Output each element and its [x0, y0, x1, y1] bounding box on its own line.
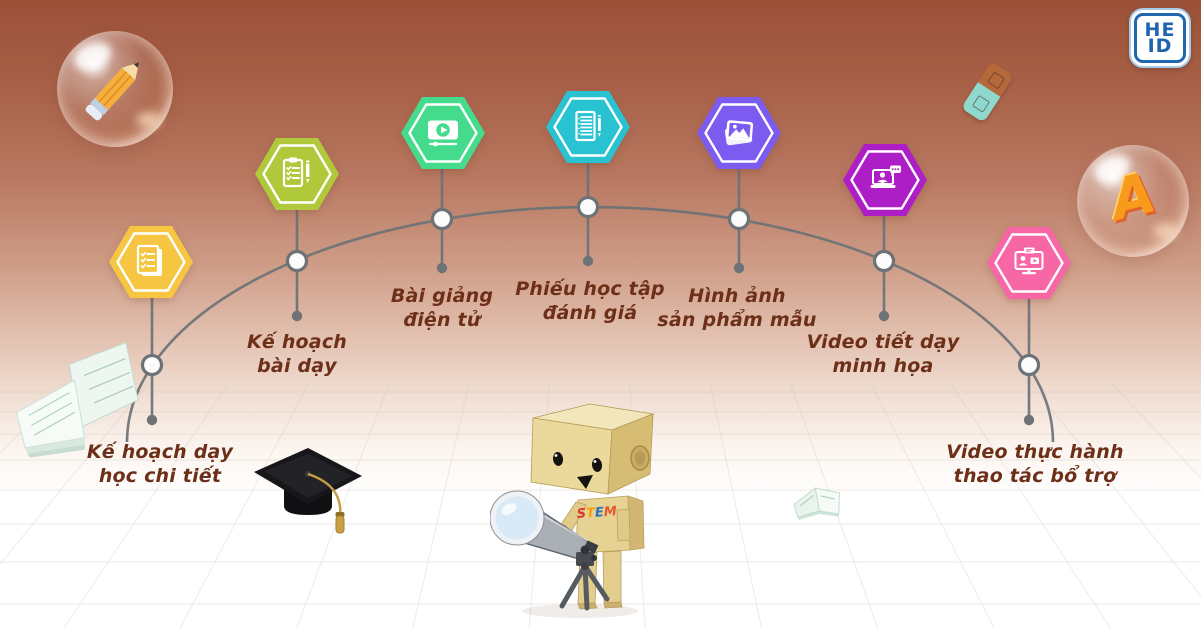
hexagon-lesson-plan: [253, 135, 341, 213]
hexagon-detailed-teaching-plan: [107, 223, 195, 301]
letter-a: A: [1104, 160, 1162, 234]
item-label-lesson-plan: Kế hoạch bài dạy: [247, 330, 347, 379]
item-label-practice-support-video: Video thực hành thao tác bổ trợ: [946, 440, 1123, 489]
label-line: minh họa: [832, 355, 934, 378]
label-line: học chi tiết: [98, 465, 222, 488]
hexagon-e-lecture: [399, 94, 487, 172]
robot-chest-label: STEM: [576, 504, 617, 522]
item-label-demo-lesson-video: Video tiết dạy minh họa: [807, 330, 960, 379]
hexagon-demo-lesson-video: [841, 141, 929, 219]
open-book-icon: [15, 341, 139, 458]
label-line: sản phẩm mẫu: [657, 309, 817, 332]
label-line: Phiếu học tập: [515, 278, 665, 300]
label-line: Video tiết dạy: [806, 331, 960, 353]
small-book-icon: [793, 487, 841, 521]
hexagon-sample-product-images: [695, 94, 783, 172]
photo-stack-icon: [724, 120, 754, 146]
graduation-cap-icon: [254, 448, 362, 534]
laptop-call-icon: [870, 165, 901, 188]
label-line: Video thực hành: [946, 441, 1124, 463]
telescope: [490, 490, 610, 611]
logo-line-2: ID: [1147, 35, 1173, 57]
logo-line-1: HE: [1144, 18, 1176, 41]
item-label-e-lecture: Bài giảng điện tử: [391, 284, 493, 333]
letter-a-bubble: A: [1077, 145, 1189, 257]
label-line: đánh giá: [542, 302, 638, 325]
document-checklist-icon: [136, 244, 162, 276]
monitor-video-icon: [1014, 247, 1044, 275]
pencil-icon: [85, 62, 140, 121]
label-line: điện tử: [403, 309, 481, 332]
hexagon-assessment-worksheet: [544, 88, 632, 166]
heid-logo: HE ID: [1129, 8, 1191, 68]
document-pencil-icon: [575, 110, 601, 142]
pencil-bubble: [57, 31, 173, 147]
robot-mascot: STEM: [490, 403, 655, 618]
item-label-sample-product-images: Hình ảnh sản phẩm mẫu: [657, 284, 816, 333]
video-player-icon: [428, 120, 458, 147]
item-label-detailed-teaching-plan: Kế hoạch dạy học chi tiết: [87, 440, 233, 489]
heid-logo-letters: HE ID: [1134, 13, 1186, 63]
item-label-assessment-worksheet: Phiếu học tập đánh giá: [515, 277, 665, 326]
hexagon-practice-support-video: [985, 224, 1073, 302]
label-line: Kế hoạch dạy: [86, 441, 234, 463]
label-line: Hình ảnh: [688, 285, 786, 307]
label-line: bài dạy: [257, 355, 337, 378]
clipboard-pencil-icon: [282, 157, 310, 188]
label-line: Bài giảng: [390, 285, 494, 307]
label-line: thao tác bổ trợ: [953, 465, 1117, 488]
label-line: Kế hoạch: [246, 331, 348, 353]
